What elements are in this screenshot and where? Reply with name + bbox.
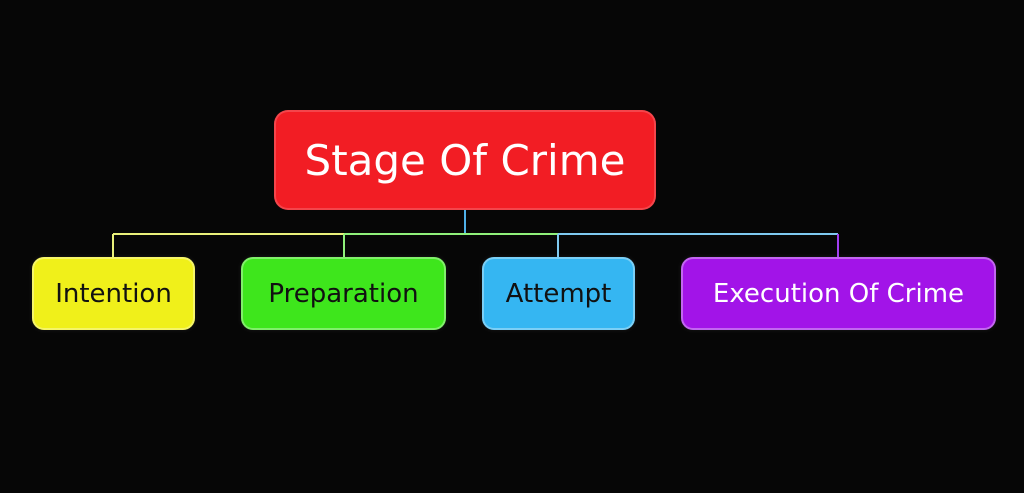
root-node-label: Stage Of Crime	[304, 135, 626, 185]
child-node-execution-of-crime: Execution Of Crime	[681, 257, 996, 330]
child-node-intention: Intention	[32, 257, 195, 330]
child-node-label: Execution Of Crime	[712, 278, 965, 309]
child-node-label: Intention	[55, 278, 172, 309]
child-node-label: Attempt	[505, 278, 612, 309]
child-node-preparation: Preparation	[241, 257, 446, 330]
child-node-attempt: Attempt	[482, 257, 635, 330]
root-node-stage-of-crime: Stage Of Crime	[274, 110, 656, 210]
child-node-label: Preparation	[268, 278, 419, 309]
